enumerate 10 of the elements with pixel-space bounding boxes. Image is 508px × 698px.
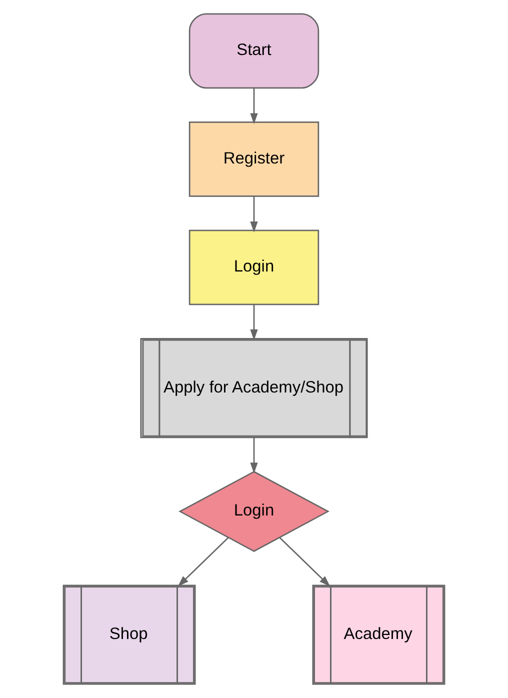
node-box: Register: [188, 121, 320, 197]
node-diamond: Login: [178, 470, 330, 552]
arrow: [178, 537, 229, 586]
node-box: Start: [188, 13, 320, 89]
arrow: [250, 437, 258, 474]
arrow: [279, 537, 330, 586]
arrow: [250, 88, 258, 124]
node-box: Login: [188, 230, 320, 306]
arrow: [250, 304, 258, 340]
arrow: [250, 196, 258, 232]
